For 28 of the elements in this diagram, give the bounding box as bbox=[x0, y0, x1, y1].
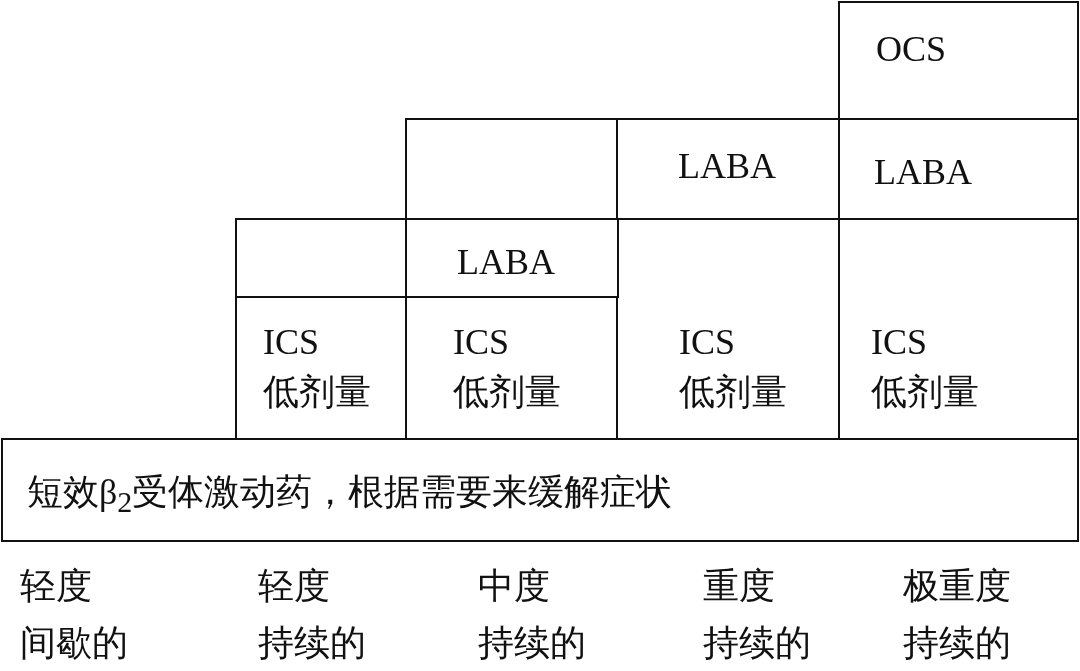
dose-label: 低剂量 bbox=[263, 371, 371, 414]
severity-label: 持续的 bbox=[903, 622, 1011, 665]
treatment-box bbox=[838, 218, 1079, 440]
severity-label: 中度 bbox=[478, 565, 550, 608]
drug-label: ICS bbox=[263, 321, 320, 364]
drug-label: ICS bbox=[679, 321, 736, 364]
drug-label: LABA bbox=[678, 145, 776, 188]
drug-label: OCS bbox=[876, 28, 947, 71]
treatment-box bbox=[838, 118, 1079, 220]
drug-label: LABA bbox=[457, 241, 555, 284]
severity-label: 极重度 bbox=[903, 565, 1011, 608]
treatment-box bbox=[616, 118, 841, 220]
reliever-text: 短效β$_{2}$受体激动药，根据需要来缓解症状 bbox=[27, 471, 673, 521]
severity-label: 持续的 bbox=[703, 622, 811, 665]
severity-label: 持续的 bbox=[258, 622, 366, 665]
severity-label: 重度 bbox=[703, 565, 775, 608]
treatment-box bbox=[838, 1, 1079, 120]
dose-label: 低剂量 bbox=[679, 371, 787, 414]
reliever-band bbox=[1, 438, 1079, 542]
severity-label: 轻度 bbox=[258, 565, 330, 608]
drug-label: ICS bbox=[871, 321, 928, 364]
dose-label: 低剂量 bbox=[453, 371, 561, 414]
severity-label: 持续的 bbox=[478, 622, 586, 665]
drug-label: LABA bbox=[874, 151, 972, 194]
drug-label: ICS bbox=[453, 321, 510, 364]
severity-label: 轻度 bbox=[20, 565, 92, 608]
dose-label: 低剂量 bbox=[871, 371, 979, 414]
severity-label: 间歇的 bbox=[20, 622, 128, 665]
